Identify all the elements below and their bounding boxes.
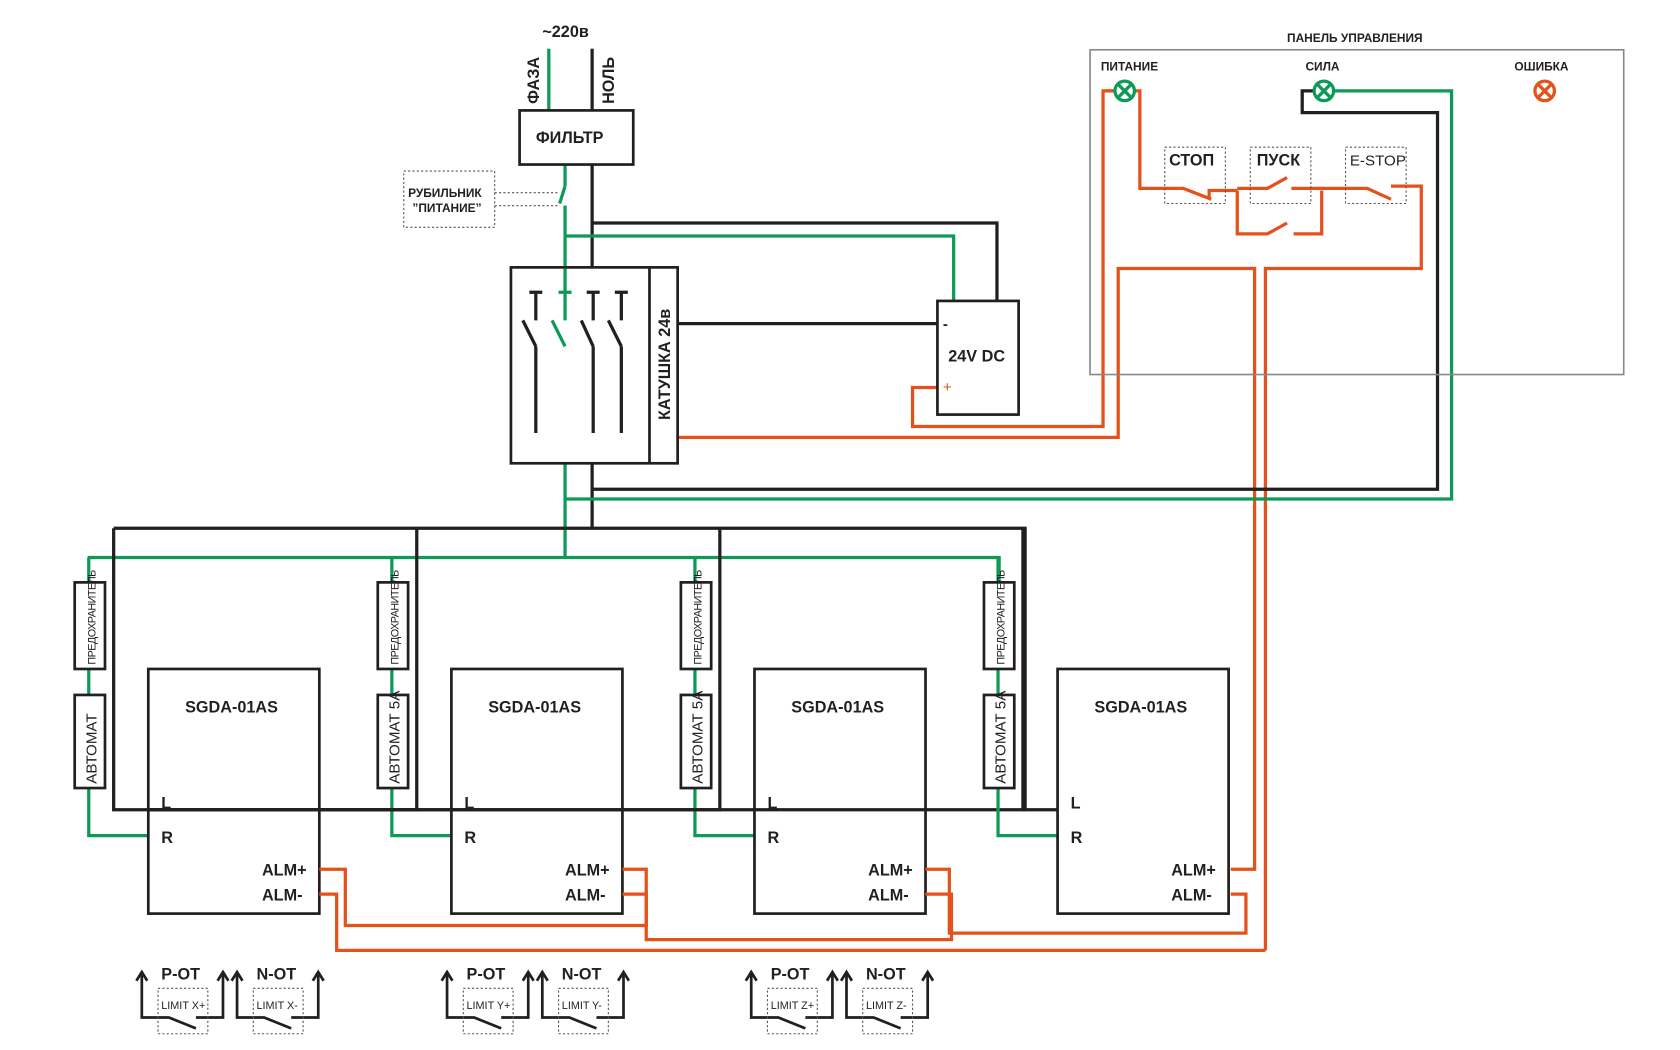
terminal-R: R [1071,829,1083,847]
driver-model: SGDA-01AS [1094,698,1187,716]
breaker-label: АВТОМАТ 5А [386,690,403,784]
terminal-alm-minus: ALM- [868,887,909,905]
p-ot-label: P-OT [467,966,506,984]
n-ot-label: N-OT [866,966,906,984]
lamp-label-power: ПИТАНИЕ [1101,59,1158,73]
supply-voltage: ~220в [542,23,589,41]
limit-label: LIMIT Z- [866,1000,907,1012]
terminal-L: L [1071,795,1081,813]
terminal-alm-minus: ALM- [262,887,303,905]
limit-switch: P-OT LIMIT Z+ [744,966,839,1035]
terminal-L: L [464,795,474,813]
estop-label: E-STOP [1350,153,1406,170]
terminal-R: R [767,829,779,847]
limit-switches: P-OT LIMIT X+ N-OT LIMIT X- P-OT LIMIT Y+ N-OT… [135,966,935,1035]
contactor: КАТУШКА 24в [509,266,679,465]
main-switch-line2: ”ПИТАНИЕ” [412,201,481,215]
alarm-chain [319,867,1266,953]
limit-label: LIMIT Z+ [771,1000,814,1012]
psu-plus: + [943,379,952,396]
limit-switch: P-OT LIMIT Y+ [440,966,535,1035]
limit-switch: N-OT LIMIT X- [230,966,325,1035]
fuse-label: ПРЕДОХРАНИТЕЛЬ [692,570,704,665]
lamp-force-icon [1312,79,1336,103]
start-button [1249,146,1312,205]
filter-block: ФИЛЬТР [518,109,635,166]
main-switch-line1: РУБИЛЬНИК [408,186,482,200]
breaker-label: АВТОМАТ 5А [993,690,1010,784]
terminal-L: L [161,795,171,813]
neutral-label: НОЛЬ [600,57,618,104]
terminal-alm-plus: ALM+ [565,862,610,880]
main-switch-callout: РУБИЛЬНИК ”ПИТАНИЕ” [403,170,559,228]
breaker-label: АВТОМАТ [83,713,100,783]
limit-label: LIMIT X+ [161,1000,205,1012]
p-ot-label: P-OT [771,966,810,984]
fuse-label: ПРЕДОХРАНИТЕЛЬ [389,570,401,665]
limit-label: LIMIT X- [257,1000,299,1012]
terminal-alm-plus: ALM+ [868,862,913,880]
terminal-alm-minus: ALM- [565,887,606,905]
n-ot-label: N-OT [562,966,602,984]
lamp-error-icon [1533,79,1557,103]
psu-24v: 24V DC - + [936,299,1020,416]
fuse-label: ПРЕДОХРАНИТЕЛЬ [996,570,1008,665]
terminal-alm-minus: ALM- [1171,887,1212,905]
limit-label: LIMIT Y+ [467,1000,511,1012]
fuse-label: ПРЕДОХРАНИТЕЛЬ [86,570,98,665]
stop-label: СТОП [1169,152,1214,170]
limit-label: LIMIT Y- [562,1000,602,1012]
lamp-label-error: ОШИБКА [1514,59,1569,73]
limit-switch: N-OT LIMIT Z- [839,966,935,1035]
terminal-alm-plus: ALM+ [1171,862,1216,880]
start-label: ПУСК [1257,152,1300,170]
drivers: ПРЕДОХРАНИТЕЛЬАВТОМАТSGDA-01ASLRALM+ALM-… [73,528,1266,953]
breaker-label: АВТОМАТ 5А [690,690,707,784]
phase-label: ФАЗА [525,57,543,104]
driver-model: SGDA-01AS [791,698,884,716]
terminal-L: L [767,795,777,813]
driver-1: ПРЕДОХРАНИТЕЛЬ АВТОМАТ SGDA-01AS LR ALM+ ALM- [73,528,321,915]
limit-switch: N-OT LIMIT Y- [535,966,631,1035]
lamp-power-icon [1113,79,1137,103]
psu-minus: - [943,316,948,333]
p-ot-label: P-OT [161,966,200,984]
panel-title: ПАНЕЛЬ УПРАВЛЕНИЯ [1287,31,1423,45]
control-panel: ПАНЕЛЬ УПРАВЛЕНИЯ ПИТАНИЕ СИЛА ОШИБКА СТ… [1089,31,1625,376]
psu-label: 24V DC [948,348,1005,366]
driver-model: SGDA-01AS [185,698,278,716]
stop-button [1164,146,1226,205]
lamp-label-force: СИЛА [1305,59,1339,73]
terminal-R: R [464,829,476,847]
coil-label: КАТУШКА 24в [656,309,674,420]
estop-button [1344,146,1407,205]
driver-model: SGDA-01AS [488,698,581,716]
terminal-alm-plus: ALM+ [262,862,307,880]
n-ot-label: N-OT [257,966,297,984]
terminal-R: R [161,829,173,847]
limit-switch: P-OT LIMIT X+ [135,966,230,1035]
filter-label: ФИЛЬТР [536,129,604,147]
